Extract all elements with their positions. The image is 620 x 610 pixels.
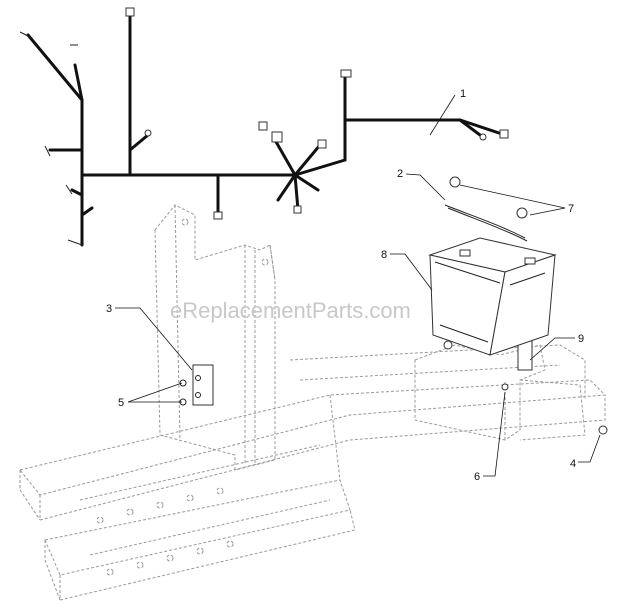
callout-5: 5: [118, 397, 124, 409]
battery-part-8: [428, 237, 557, 356]
callout-2: 2: [397, 168, 403, 180]
callout-3: 3: [106, 303, 112, 315]
frame-holes: [96, 487, 234, 576]
hardware-small: [443, 340, 608, 435]
cable-part-2: [444, 204, 528, 242]
wire-harness-part-1: [19, 7, 509, 247]
frame-rails: [19, 344, 607, 601]
callout-4: 4: [570, 458, 576, 470]
callout-1: 1: [460, 88, 466, 100]
callout-6: 6: [474, 471, 480, 483]
upright-panel: [154, 204, 276, 471]
bracket-part-3: [192, 364, 214, 406]
leader-lines: [115, 94, 601, 477]
callout-9: 9: [578, 333, 584, 345]
callout-7: 7: [568, 203, 574, 215]
watermark-text: eReplacementParts.com: [170, 298, 411, 323]
callout-8: 8: [381, 249, 387, 261]
terminals-part-7: [449, 176, 528, 219]
